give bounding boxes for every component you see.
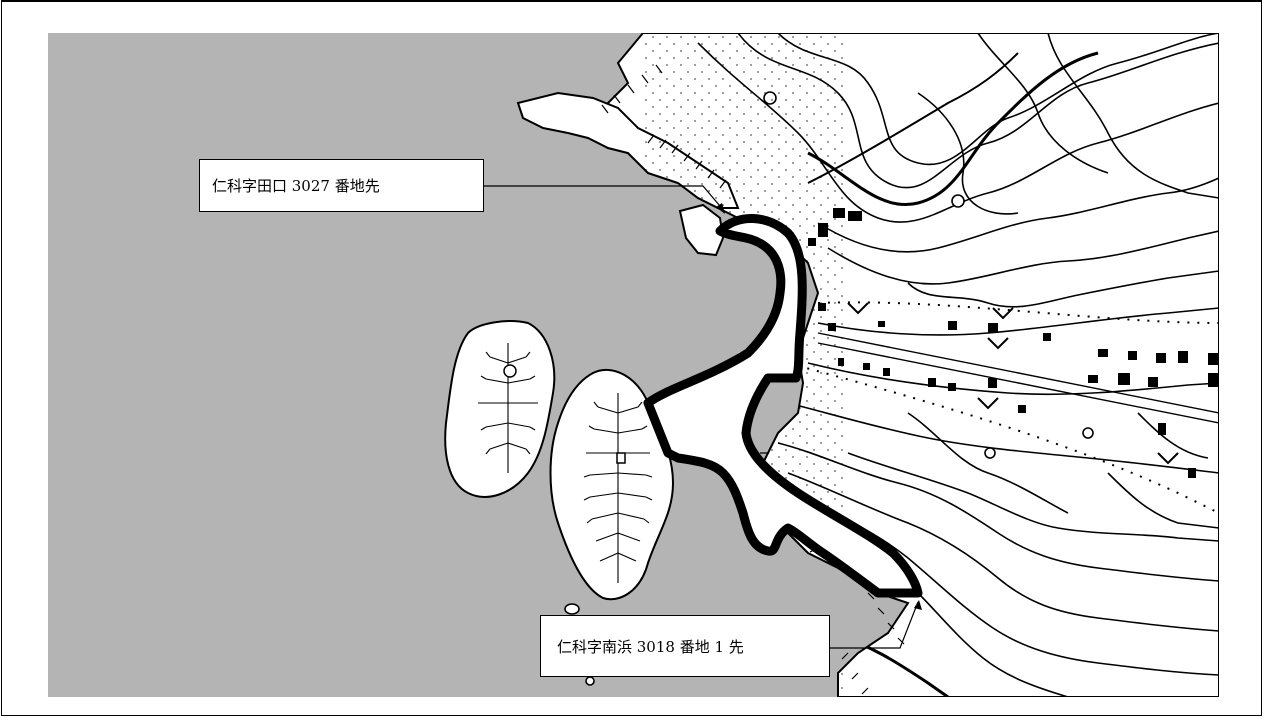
callout-tagu: 仁科字田口 3027 番地先 <box>199 159 484 212</box>
land-use-symbols <box>847 302 1179 465</box>
contour-lines <box>697 33 1219 697</box>
island-west <box>444 320 556 498</box>
label-tagu: 仁科字田口 3027 番地先 <box>212 177 380 195</box>
topographic-map <box>444 33 1219 697</box>
label-minamihama: 仁科字南浜 3018 番地 1 先 <box>557 637 744 656</box>
highlighted-area <box>643 214 923 598</box>
map-panel <box>48 33 1219 697</box>
callout-minamihama: 仁科字南浜 3018 番地 1 先 <box>540 615 830 677</box>
buildings <box>808 208 1219 478</box>
